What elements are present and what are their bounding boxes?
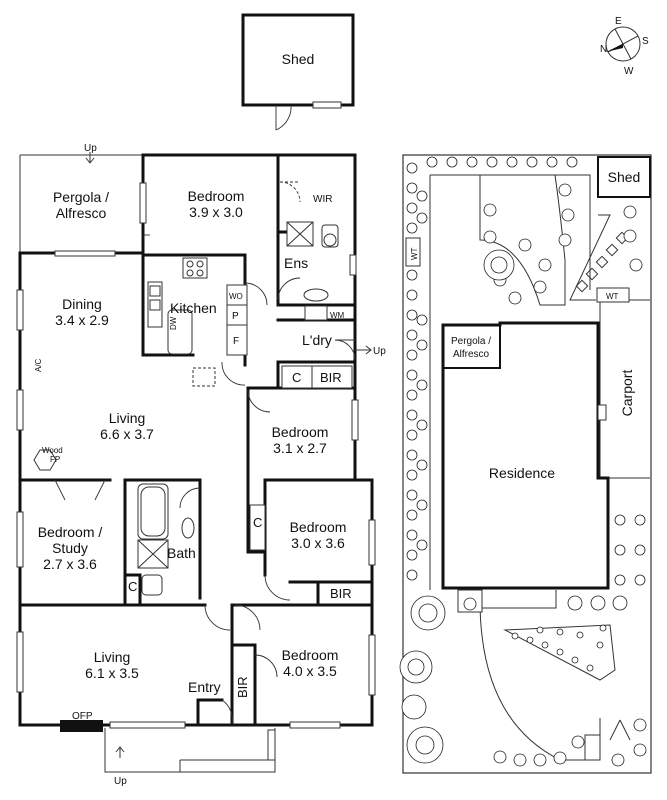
bedroom-study-dim: 2.7 x 3.6: [43, 556, 97, 572]
bedroom1-dim: 3.9 x 3.0: [189, 204, 243, 220]
bedroom1-name: Bedroom: [188, 188, 245, 204]
bedroom2-name: Bedroom: [272, 424, 329, 440]
living1-dim: 6.6 x 3.7: [100, 426, 154, 442]
compass-icon: N E S W: [600, 16, 649, 77]
bedroom-study-label-1: Bedroom /: [38, 524, 103, 540]
wt-right-label: WT: [606, 292, 619, 301]
up-arrow-label-top: Up: [84, 143, 97, 154]
pantry-label: P: [232, 311, 239, 322]
ac-label: A/C: [34, 358, 43, 372]
compass-s: S: [642, 36, 649, 47]
carport-label: Carport: [619, 370, 635, 417]
site-plan: Shed Carport WT WT Pergola / Alfresco Re…: [399, 154, 652, 774]
pergola-label-2: Alfresco: [56, 205, 107, 221]
main-plan: Up Pergola / Alfresco WIR Ens: [16, 143, 386, 787]
dining-name: Dining: [62, 296, 102, 312]
bedroom-study-label-2: Study: [52, 540, 88, 556]
laundry-label: L'dry: [302, 332, 332, 348]
bedroom4-name: Bedroom: [282, 647, 339, 663]
wood-fp-label-2: FP: [50, 455, 60, 464]
shed-label: Shed: [282, 51, 315, 67]
living2-name: Living: [94, 649, 131, 665]
dining-dim: 3.4 x 2.9: [55, 312, 109, 328]
living1-name: Living: [109, 410, 146, 426]
bedroom2-dim: 3.1 x 2.7: [273, 440, 327, 456]
up-arrow-label-laundry: Up: [373, 346, 386, 357]
c1-label: C: [292, 370, 301, 385]
residence-label: Residence: [489, 465, 555, 481]
up-arrow-label-bottom: Up: [114, 776, 127, 787]
compass-e: E: [615, 16, 622, 27]
wt-left-label: WT: [410, 247, 419, 260]
wo-label: WO: [229, 292, 243, 301]
site-shed-label: Shed: [608, 169, 641, 185]
wir-label: WIR: [313, 194, 332, 205]
bedroom3-dim: 3.0 x 3.6: [291, 535, 345, 551]
pergola-label-1: Pergola /: [53, 189, 109, 205]
fridge-label: F: [233, 336, 239, 347]
shed-building: Shed: [241, 13, 355, 131]
bedroom3-name: Bedroom: [290, 519, 347, 535]
bedroom4-dim: 4.0 x 3.5: [283, 663, 337, 679]
bir2-label: BIR: [330, 586, 352, 601]
dw-label: DW: [169, 316, 178, 330]
site-pergola-label-1: Pergola /: [451, 336, 491, 347]
ens-label: Ens: [284, 255, 308, 271]
wood-fp-label-1: Wood: [42, 446, 63, 455]
compass-n: N: [600, 44, 607, 55]
c3-label: C: [253, 515, 262, 530]
ofp-label: OFP: [72, 711, 93, 722]
site-pergola-label-2: Alfresco: [453, 349, 490, 360]
bir1-label: BIR: [320, 370, 342, 385]
c2-label: C: [128, 579, 137, 594]
living2-dim: 6.1 x 3.5: [85, 665, 139, 681]
entry-label: Entry: [188, 679, 221, 695]
wm-label: WM: [330, 311, 345, 320]
kitchen-label: Kitchen: [170, 300, 217, 316]
bath-label: Bath: [167, 545, 196, 561]
compass-w: W: [624, 66, 634, 77]
bir3-label: BIR: [235, 676, 250, 698]
